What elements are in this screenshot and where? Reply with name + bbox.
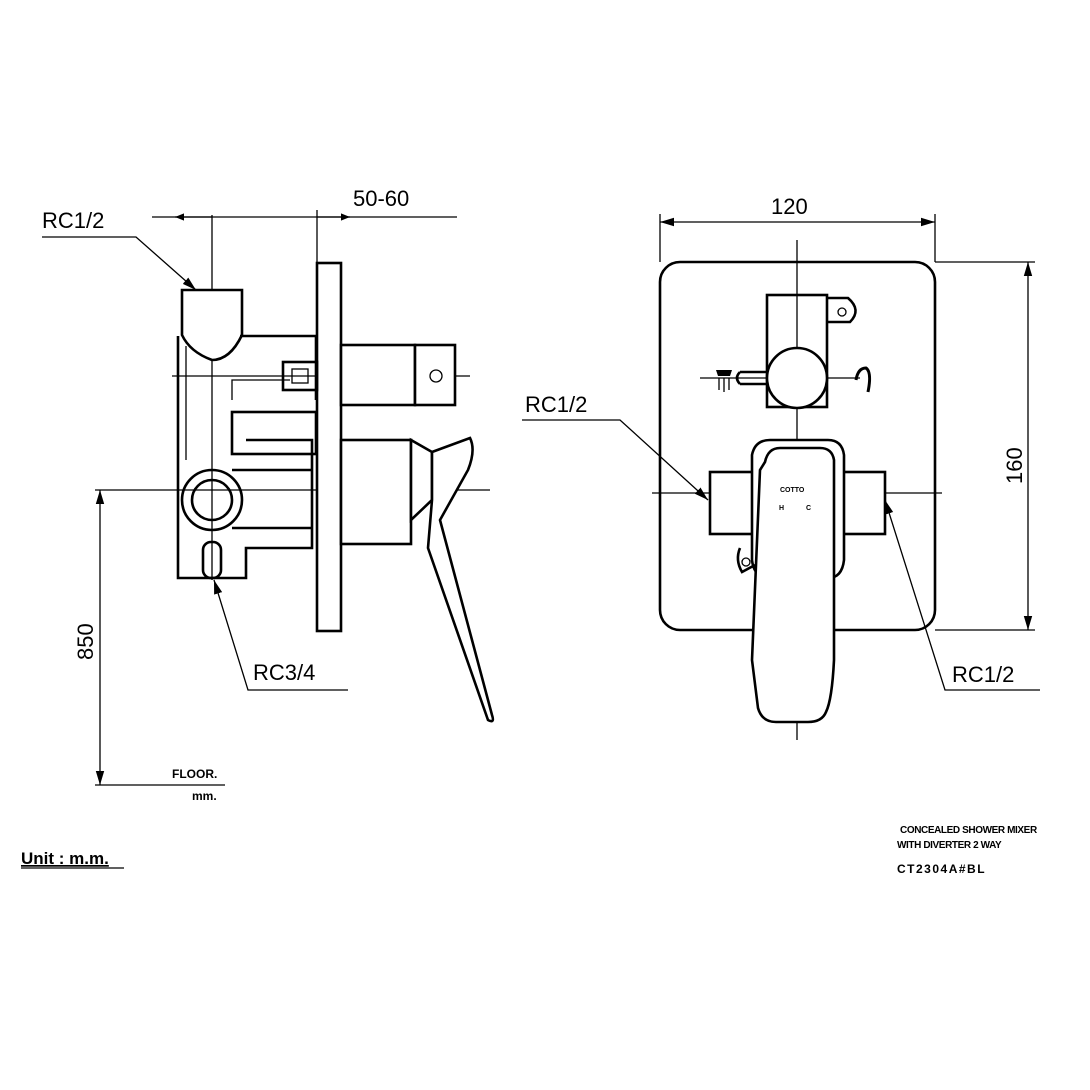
shower-head-icon (716, 370, 732, 392)
outlet-fitting-inner (190, 478, 234, 522)
valve-body (176, 336, 314, 580)
product-line1: CONCEALED SHOWER MIXER (900, 825, 1038, 836)
handle-hub (409, 437, 434, 524)
floor-label: FLOOR. (172, 767, 217, 781)
diverter-square-inner (291, 368, 309, 384)
diverter-lug (827, 296, 857, 324)
diverter-knob (413, 343, 457, 407)
diverter-knob-screw (429, 369, 443, 383)
handle-lever-front (750, 446, 836, 724)
hot-mark: H (779, 505, 784, 512)
label-top-inlet: RC1/2 (42, 208, 104, 233)
hand-shower-icon (854, 366, 872, 393)
diverter-square (281, 360, 319, 392)
diverter-knob-front (765, 346, 829, 410)
dim-width-value: 120 (771, 194, 808, 219)
leader-left-inlet (522, 419, 709, 501)
label-right-inlet: RC1/2 (952, 662, 1014, 687)
dim-depth-value: 50-60 (353, 186, 409, 211)
diverter-indicator (735, 370, 767, 386)
diverter-stem (339, 343, 417, 407)
brand-mark: COTTO (780, 487, 805, 494)
diverter-lug-hole (837, 307, 847, 317)
product-line2: WITH DIVERTER 2 WAY (897, 840, 1002, 851)
outlet-fitting-outer (180, 468, 244, 532)
leader-top-inlet (42, 236, 197, 291)
outlet-nipple (201, 540, 223, 580)
unit-label: Unit : m.m. (21, 849, 109, 868)
label-left-inlet: RC1/2 (525, 392, 587, 417)
valve-cartridge-lower (232, 468, 312, 530)
floor-unit: mm. (192, 789, 217, 803)
handle-shaft (339, 438, 413, 546)
label-bottom-outlet: RC3/4 (253, 660, 315, 685)
dim-front-height-value: 160 (1002, 447, 1027, 484)
wall-plate (315, 261, 343, 633)
handle-lower-lug-hole (741, 557, 751, 567)
valve-cartridge-upper (230, 410, 318, 456)
valve-inner-step (231, 379, 290, 400)
cold-mark: C (806, 505, 811, 512)
product-model: CT2304A#BL (897, 862, 986, 876)
handle-lever (426, 436, 495, 723)
side-view: 50-60 RC1/2 RC3/4 850 FLOOR. mm. (42, 186, 495, 803)
leader-bottom-outlet (213, 579, 348, 691)
top-inlet-pipe (180, 288, 244, 362)
handle-lower-lug (736, 547, 756, 574)
dim-height-value: 850 (73, 623, 98, 660)
front-view: 120 160 COTTO H C RC1/2 (522, 194, 1040, 740)
leader-right-inlet (884, 499, 1040, 691)
